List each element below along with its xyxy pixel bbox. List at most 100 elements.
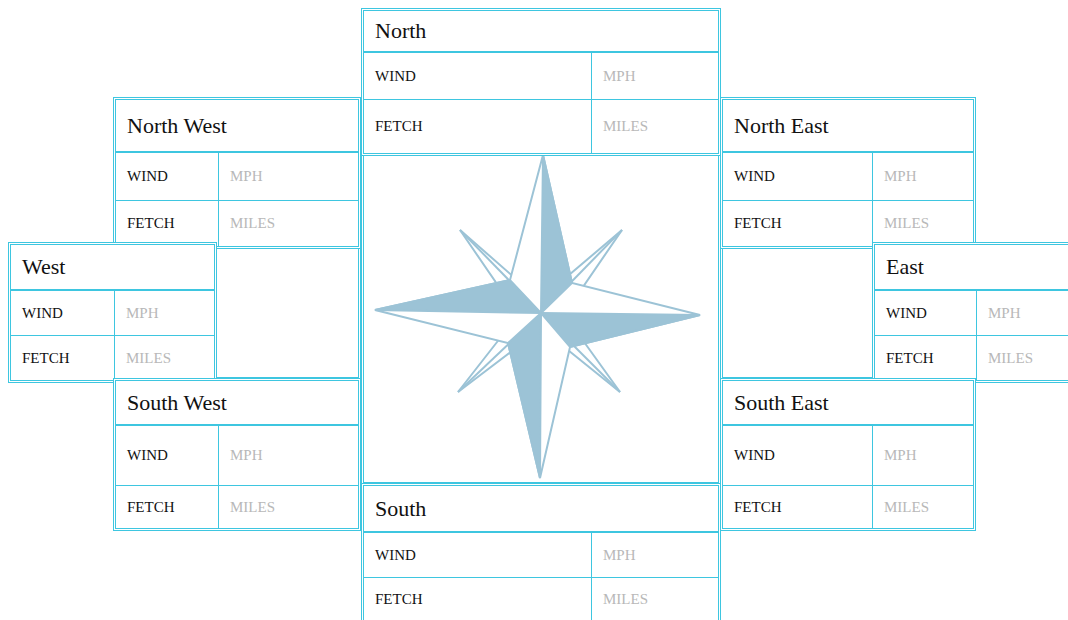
- unit-label: MILES: [230, 499, 275, 516]
- label-cell: FETCH: [364, 578, 592, 620]
- row-label: WIND: [886, 305, 927, 322]
- panel-row: FETCH MILES: [723, 201, 973, 246]
- row-label: WIND: [127, 447, 168, 464]
- row-label: WIND: [375, 547, 416, 564]
- panel-heading-cell: West: [11, 245, 214, 291]
- direction-heading: West: [22, 254, 65, 280]
- label-cell: WIND: [11, 291, 115, 335]
- panel-row: WIND MPH: [116, 426, 358, 486]
- panel-row: WIND MPH: [116, 153, 358, 201]
- row-label: WIND: [734, 168, 775, 185]
- label-cell: FETCH: [723, 201, 873, 246]
- unit-cell: MPH: [219, 153, 358, 200]
- label-cell: FETCH: [875, 336, 977, 380]
- panel-heading-cell: North: [364, 11, 718, 53]
- panel-heading-cell: South East: [723, 381, 973, 426]
- direction-panel: EastWIND MPH FETCH MILES: [872, 242, 1068, 383]
- panel-row: FETCH MILES: [723, 486, 973, 528]
- label-cell: WIND: [875, 291, 977, 335]
- row-label: FETCH: [886, 350, 934, 367]
- label-cell: WIND: [723, 153, 873, 200]
- row-label: FETCH: [22, 350, 70, 367]
- unit-cell: MILES: [873, 201, 973, 246]
- direction-panel: North WestWIND MPH FETCH MILES: [113, 97, 361, 249]
- unit-label: MPH: [126, 305, 159, 322]
- unit-cell: MILES: [115, 336, 214, 380]
- direction-panel: South WestWIND MPH FETCH MILES: [113, 378, 361, 531]
- unit-label: MPH: [988, 305, 1021, 322]
- unit-cell: MPH: [592, 53, 718, 99]
- panel-heading-cell: South West: [116, 381, 358, 426]
- direction-heading: North West: [127, 113, 227, 139]
- label-cell: FETCH: [116, 201, 219, 246]
- label-cell: FETCH: [723, 486, 873, 528]
- panel-row: FETCH MILES: [364, 578, 718, 620]
- empty-cell: [720, 242, 875, 380]
- panel-row: FETCH MILES: [364, 100, 718, 153]
- label-cell: WIND: [364, 533, 592, 577]
- direction-panel: NorthWIND MPH FETCH MILES: [361, 8, 721, 156]
- direction-heading: East: [886, 254, 924, 280]
- unit-label: MILES: [884, 499, 929, 516]
- label-cell: FETCH: [364, 100, 592, 153]
- unit-label: MPH: [603, 68, 636, 85]
- label-cell: FETCH: [116, 486, 219, 528]
- row-label: WIND: [375, 68, 416, 85]
- panel-row: WIND MPH: [364, 533, 718, 578]
- panel-heading-cell: South: [364, 486, 718, 533]
- unit-cell: MPH: [873, 426, 973, 485]
- direction-heading: South West: [127, 390, 227, 416]
- panel-row: FETCH MILES: [11, 336, 214, 380]
- unit-cell: MILES: [977, 336, 1068, 380]
- row-label: WIND: [127, 168, 168, 185]
- unit-cell: MILES: [592, 100, 718, 153]
- direction-heading: South: [375, 496, 426, 522]
- unit-cell: MILES: [219, 486, 358, 528]
- label-cell: WIND: [116, 426, 219, 485]
- unit-cell: MPH: [977, 291, 1068, 335]
- unit-cell: MPH: [592, 533, 718, 577]
- row-label: FETCH: [375, 591, 423, 608]
- direction-panel: North EastWIND MPH FETCH MILES: [720, 97, 976, 249]
- panel-row: FETCH MILES: [116, 201, 358, 246]
- panel-row: WIND MPH: [11, 291, 214, 336]
- unit-label: MPH: [230, 168, 263, 185]
- panel-heading-cell: East: [875, 245, 1068, 291]
- panel-row: WIND MPH: [723, 426, 973, 486]
- unit-label: MILES: [988, 350, 1033, 367]
- panel-row: FETCH MILES: [116, 486, 358, 528]
- unit-label: MPH: [603, 547, 636, 564]
- panel-heading-cell: North West: [116, 100, 358, 153]
- panel-row: FETCH MILES: [875, 336, 1068, 380]
- label-cell: WIND: [364, 53, 592, 99]
- label-cell: WIND: [116, 153, 219, 200]
- unit-label: MILES: [230, 215, 275, 232]
- row-label: WIND: [734, 447, 775, 464]
- row-label: FETCH: [127, 499, 175, 516]
- unit-cell: MILES: [592, 578, 718, 620]
- unit-cell: MPH: [873, 153, 973, 200]
- panel-row: WIND MPH: [364, 53, 718, 100]
- unit-cell: MPH: [115, 291, 214, 335]
- row-label: FETCH: [375, 118, 423, 135]
- unit-label: MPH: [230, 447, 263, 464]
- row-label: WIND: [22, 305, 63, 322]
- label-cell: FETCH: [11, 336, 115, 380]
- direction-panel: SouthWIND MPH FETCH MILES: [361, 483, 721, 620]
- row-label: FETCH: [734, 499, 782, 516]
- direction-heading: North: [375, 18, 426, 44]
- unit-label: MILES: [884, 215, 929, 232]
- unit-label: MPH: [884, 168, 917, 185]
- unit-label: MILES: [603, 118, 648, 135]
- panel-heading-cell: North East: [723, 100, 973, 153]
- unit-label: MILES: [126, 350, 171, 367]
- panel-row: WIND MPH: [723, 153, 973, 201]
- direction-heading: South East: [734, 390, 829, 416]
- unit-label: MPH: [884, 447, 917, 464]
- direction-panel: South EastWIND MPH FETCH MILES: [720, 378, 976, 531]
- row-label: FETCH: [734, 215, 782, 232]
- label-cell: WIND: [723, 426, 873, 485]
- direction-heading: North East: [734, 113, 829, 139]
- unit-cell: MILES: [219, 201, 358, 246]
- panel-row: WIND MPH: [875, 291, 1068, 336]
